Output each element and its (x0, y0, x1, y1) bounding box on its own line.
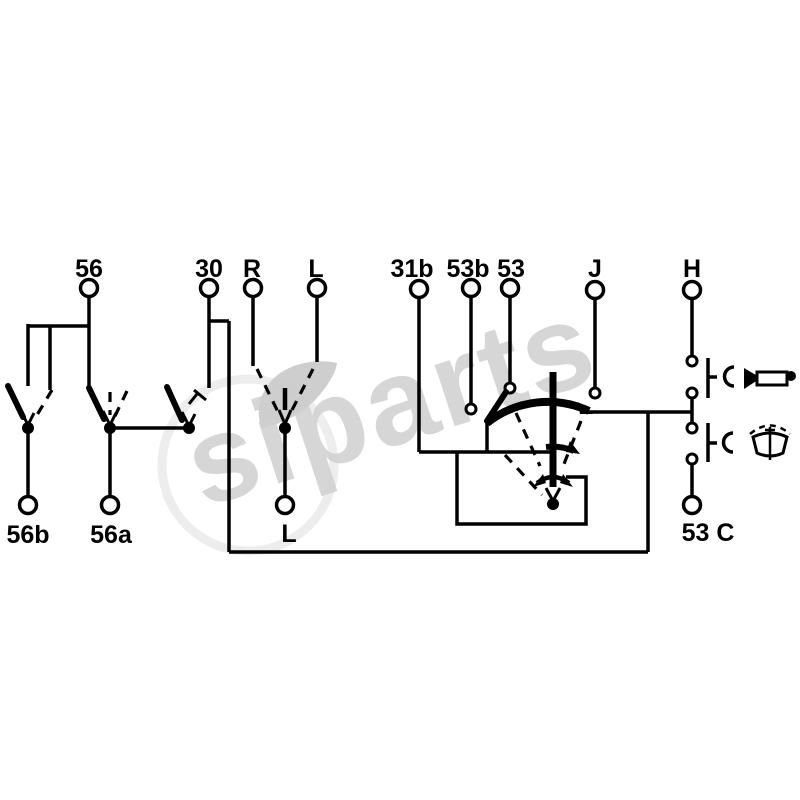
alternate-position-dash (503, 453, 544, 497)
switch-56b (5, 383, 54, 434)
terminal-circle (408, 278, 430, 300)
contact-dot (22, 422, 34, 434)
alternate-position-dash (560, 420, 583, 470)
horn-knob (786, 371, 796, 381)
terminal-30: 30 (195, 255, 223, 299)
wiper-icon (749, 424, 791, 460)
contact-dot (183, 422, 195, 434)
terminal-circle (17, 494, 39, 516)
alternate-position-dash (514, 412, 542, 467)
wiper-push-button (685, 421, 734, 466)
contact-circle (685, 421, 699, 435)
terminal-label: 31b (390, 255, 433, 283)
contact-circle-53b (464, 402, 478, 416)
terminal-J: J (584, 255, 606, 301)
terminal-56: 56 (75, 255, 103, 299)
rotary-contact-arc (484, 397, 591, 427)
contact-circle (685, 386, 699, 400)
turn-signal-switch (255, 368, 315, 434)
wiper-sweep-dash (749, 424, 791, 435)
horn-push-button (685, 354, 735, 400)
terminal-circle (460, 277, 482, 299)
horn-body (755, 370, 789, 387)
terminal-circle (499, 277, 521, 299)
switch-lever (86, 385, 107, 422)
terminal-H: H (681, 255, 703, 301)
terminal-circle (584, 279, 606, 301)
contact-tick (187, 393, 199, 405)
alternate-position-dash (289, 368, 315, 413)
terminal-56b: 56b (6, 494, 50, 549)
contact-circle (685, 452, 699, 466)
terminal-circle (681, 279, 703, 301)
arc-arrowhead (578, 402, 593, 414)
double-arrow-tip (533, 474, 546, 487)
alternate-position-dash (255, 368, 281, 415)
terminal-label: L (308, 255, 323, 283)
terminal-R: R (242, 255, 264, 299)
inner-arc-arrowhead (566, 441, 580, 454)
terminal-31b: 31b (390, 255, 434, 300)
terminal-label: L (281, 520, 296, 548)
terminal-label: H (683, 255, 701, 283)
terminal-L-bottom: L (274, 494, 297, 548)
alternate-position-dash (32, 389, 54, 421)
terminal-circle (681, 494, 703, 516)
terminal-53C: 53 C (681, 494, 735, 547)
lever-arrowhead (283, 409, 293, 425)
terminal-label: J (588, 255, 602, 283)
horn-icon (744, 368, 796, 389)
terminal-circle (78, 277, 100, 299)
pivot-dot (547, 498, 559, 510)
contact-circle-J (588, 386, 602, 400)
contact-dot (279, 422, 291, 434)
horn-bell (744, 368, 761, 389)
terminal-L-top: L (306, 255, 328, 299)
switch-30 (164, 384, 207, 434)
terminal-label: R (243, 255, 261, 283)
button-cap (722, 365, 735, 388)
button-cap (721, 431, 734, 454)
terminal-label: 56a (90, 521, 133, 549)
switch-56a (86, 385, 129, 434)
wires (26, 296, 694, 554)
terminal-circle (99, 494, 121, 516)
rotary-wiper-switch (455, 372, 602, 526)
lever-arrowhead (277, 409, 287, 425)
contact-tick (193, 388, 207, 402)
terminal-53b: 53b (446, 255, 490, 299)
contact-circle (685, 354, 699, 368)
alternate-position-dash (113, 390, 129, 417)
terminal-circle (242, 277, 264, 299)
terminal-56a: 56a (90, 494, 133, 549)
terminal-label: 56b (6, 521, 49, 549)
terminal-label: 53 C (682, 519, 735, 547)
contact-dot (104, 422, 116, 434)
terminal-circle (306, 277, 328, 299)
double-arrow-tip (560, 474, 573, 487)
terminal-53: 53 (497, 255, 525, 299)
park-position-box (455, 452, 588, 526)
terminal-circle (274, 494, 296, 516)
terminal-circle (198, 277, 220, 299)
switch-lever (164, 384, 185, 423)
